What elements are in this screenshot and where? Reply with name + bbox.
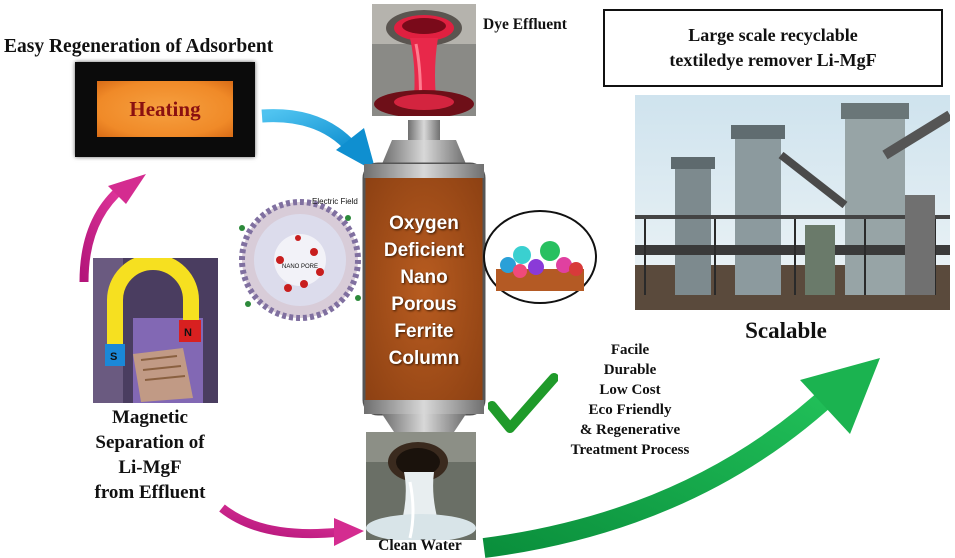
features-list: Facile Durable Low Cost Eco Friendly & R…: [530, 340, 730, 460]
scalable-label: Scalable: [745, 318, 827, 343]
nanoparticle-sphere: Electric Field NANO PORE: [239, 197, 361, 321]
title-box: Large scale recyclable textiledye remove…: [603, 9, 943, 87]
plant-icon: [635, 95, 950, 310]
feature-item: Facile: [610, 342, 650, 358]
arrow-clean-to-scalable-head: [800, 358, 880, 434]
dye-effluent-label: Dye Effluent: [483, 16, 567, 33]
arrow-magnet-to-heating-head: [108, 174, 146, 204]
clean-water-image: [366, 432, 476, 540]
magsep-line: Li-MgF: [118, 457, 182, 478]
column-line: Deficient: [383, 240, 465, 261]
magsep-line: Magnetic: [112, 407, 188, 428]
magnet-pole-s: S: [110, 351, 117, 363]
heating-label: Heating: [129, 96, 201, 121]
heating-box: Heating: [75, 62, 255, 157]
magnet-icon: S N: [93, 258, 218, 403]
heating-panel: Heating: [97, 81, 233, 137]
title-line-1: Large scale recyclable: [688, 25, 858, 45]
regeneration-title: Easy Regeneration of Adsorbent: [4, 36, 274, 57]
dye-effluent-image: [372, 4, 476, 116]
nano-pore-label: NANO PORE: [282, 264, 318, 270]
feature-item: Treatment Process: [570, 442, 690, 458]
column-line: Column: [388, 348, 460, 369]
magsep-line: from Effluent: [94, 482, 206, 503]
column-text: Oxygen Deficient Nano Porous Ferrite Col…: [362, 210, 486, 372]
industrial-plant-image: [635, 95, 950, 310]
magnet-image: S N: [93, 258, 218, 403]
column-line: Nano: [400, 267, 448, 288]
column-line: Oxygen: [389, 213, 459, 234]
feature-item: & Regenerative: [579, 422, 681, 438]
title-line-2: textiledye remover Li-MgF: [669, 50, 877, 70]
arrow-separation-to-clean: [219, 504, 341, 539]
feature-item: Low Cost: [599, 382, 661, 398]
clean-water-pipe-icon: [366, 432, 476, 540]
column-line: Ferrite: [394, 321, 454, 342]
feature-item: Durable: [603, 362, 657, 378]
check-mark-icon: [488, 373, 558, 433]
adsorption-inset: [483, 210, 597, 304]
magsep-line: Separation of: [95, 432, 205, 453]
column-line: Porous: [391, 294, 457, 315]
arrow-heating-to-column: [261, 109, 357, 153]
dye-pipe-icon: [372, 4, 476, 116]
electric-field-label: Electric Field: [312, 197, 358, 206]
feature-item: Eco Friendly: [588, 402, 672, 418]
magnetic-separation-label: Magnetic Separation of Li-MgF from Efflu…: [50, 405, 250, 505]
clean-water-label: Clean Water: [378, 537, 462, 554]
magnet-pole-n: N: [184, 327, 192, 339]
